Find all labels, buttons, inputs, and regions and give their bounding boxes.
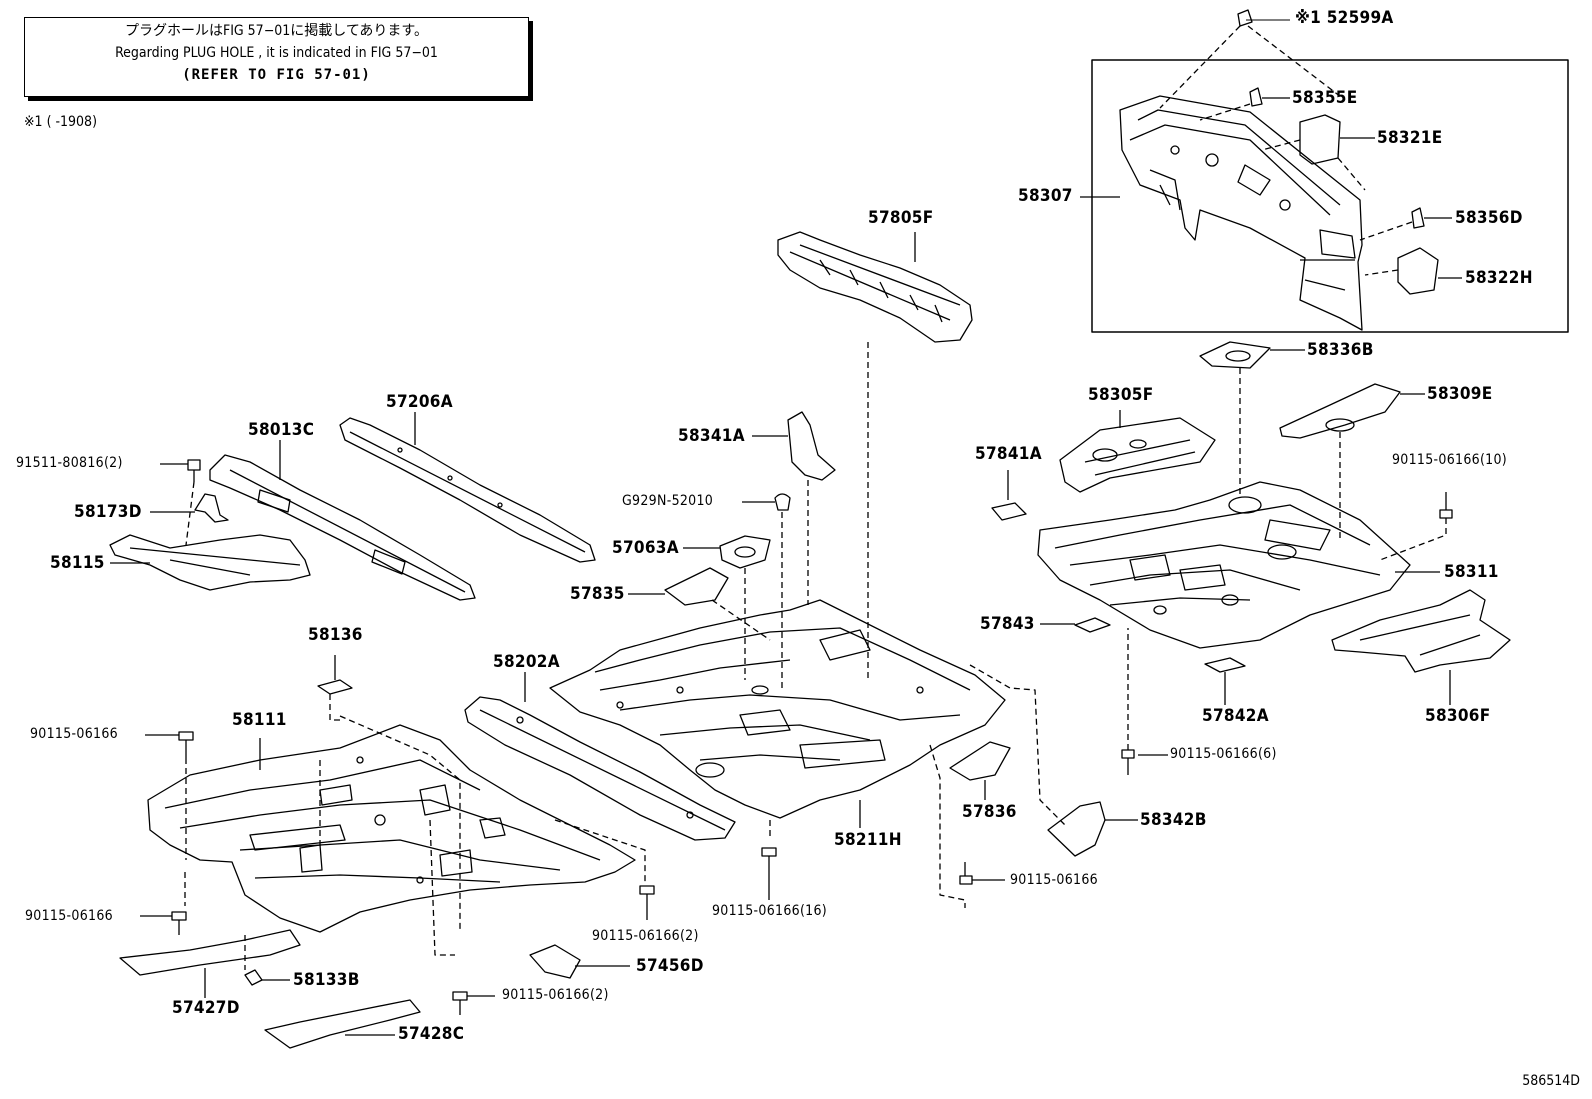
bolt-icon-c2b (452, 991, 468, 1015)
label-58342B[interactable]: 58342B (1140, 810, 1207, 830)
part-58133B (244, 969, 263, 986)
part-57456D (529, 944, 581, 979)
label-bolt-left-1[interactable]: 90115-06166 (30, 726, 118, 742)
part-58356D (1411, 207, 1425, 229)
part-58013C (209, 454, 476, 601)
part-58136 (317, 679, 353, 695)
part-57063A (719, 535, 771, 569)
label-57835[interactable]: 57835 (570, 584, 625, 604)
footnote: ※1 ( -1908) (24, 114, 97, 130)
part-58341A (787, 411, 836, 481)
label-57841A[interactable]: 57841A (975, 444, 1042, 464)
part-57836 (949, 741, 1011, 781)
dash-panel-group-box (1091, 59, 1569, 333)
label-57063A[interactable]: 57063A (612, 538, 679, 558)
label-58307[interactable]: 58307 (1018, 186, 1073, 206)
label-bolt-6[interactable]: 90115-06166(6) (1170, 746, 1277, 762)
label-bolt-c2b[interactable]: 90115-06166(2) (502, 987, 609, 1003)
label-58321E[interactable]: 58321E (1377, 128, 1443, 148)
label-58136[interactable]: 58136 (308, 625, 363, 645)
part-58309E (1279, 383, 1401, 439)
label-57805F[interactable]: 57805F (868, 208, 934, 228)
label-58356D[interactable]: 58356D (1455, 208, 1523, 228)
part-58307-dash-panel (1119, 95, 1363, 331)
part-58173D (194, 493, 229, 523)
bolt-icon-16 (761, 847, 777, 900)
label-bolt-10[interactable]: 90115-06166(10) (1392, 452, 1508, 468)
label-58115[interactable]: 58115 (50, 553, 105, 573)
label-bolt-16[interactable]: 90115-06166(16) (712, 903, 828, 919)
label-58306F[interactable]: 58306F (1425, 706, 1491, 726)
bolt-icon-6 (1121, 749, 1135, 775)
label-58211H[interactable]: 58211H (834, 830, 902, 850)
part-57842A (1204, 657, 1246, 673)
bolt-icon-left-1 (178, 731, 194, 758)
part-58342B (1047, 801, 1106, 857)
label-57427D[interactable]: 57427D (172, 998, 240, 1018)
part-57835 (664, 567, 729, 606)
part-58202A (464, 696, 736, 841)
part-G929N-plug (774, 493, 791, 511)
label-52599A[interactable]: ※1 52599A (1295, 8, 1394, 28)
label-58305F[interactable]: 58305F (1088, 385, 1154, 405)
label-58013C[interactable]: 58013C (248, 420, 315, 440)
bolt-icon-91511 (187, 459, 201, 482)
part-57427D (119, 929, 301, 976)
label-58202A[interactable]: 58202A (493, 652, 560, 672)
label-57843[interactable]: 57843 (980, 614, 1035, 634)
label-57428C[interactable]: 57428C (398, 1024, 465, 1044)
label-58133B[interactable]: 58133B (293, 970, 360, 990)
part-58115 (109, 534, 311, 591)
label-58341A[interactable]: 58341A (678, 426, 745, 446)
label-57206A[interactable]: 57206A (386, 392, 453, 412)
note-line-en: Regarding PLUG HOLE , it is indicated in… (115, 45, 438, 61)
label-57836[interactable]: 57836 (962, 802, 1017, 822)
part-57206A (339, 417, 596, 563)
note-line-refer: (REFER TO FIG 57-01) (182, 67, 371, 83)
bolt-icon-c2 (639, 885, 655, 920)
part-57428C (264, 999, 421, 1049)
plug-hole-note: プラグホールはFIG 57−01に掲載してあります。 Regarding PLU… (24, 17, 529, 97)
part-58306F (1331, 589, 1511, 673)
part-58355E (1249, 87, 1263, 107)
part-58322H (1397, 247, 1439, 295)
label-bolt-c2[interactable]: 90115-06166(2) (592, 928, 699, 944)
label-58309E[interactable]: 58309E (1427, 384, 1493, 404)
part-58336B (1199, 341, 1271, 369)
part-57805F (777, 231, 973, 343)
label-58336B[interactable]: 58336B (1307, 340, 1374, 360)
part-58211H-center-floor (549, 599, 1006, 819)
bolt-icon-10 (1439, 492, 1453, 519)
label-58173D[interactable]: 58173D (74, 502, 142, 522)
note-line-jp: プラグホールはFIG 57−01に掲載してあります。 (124, 23, 429, 39)
part-58111-front-floor (147, 724, 636, 933)
label-58355E[interactable]: 58355E (1292, 88, 1358, 108)
label-57456D[interactable]: 57456D (636, 956, 704, 976)
label-G929N[interactable]: G929N-52010 (622, 493, 714, 509)
part-57843 (1074, 617, 1111, 633)
label-58111[interactable]: 58111 (232, 710, 287, 730)
part-58311-rear-floor (1037, 481, 1411, 649)
bolt-icon-right (959, 862, 973, 885)
part-52599A-clip (1237, 9, 1253, 27)
bolt-icon-left-2 (171, 911, 187, 935)
label-bolt-left-2[interactable]: 90115-06166 (25, 908, 113, 924)
label-bolt-91511[interactable]: 91511-80816(2) (16, 455, 123, 471)
part-58305F (1059, 417, 1216, 493)
label-58322H[interactable]: 58322H (1465, 268, 1533, 288)
label-58311[interactable]: 58311 (1444, 562, 1499, 582)
label-bolt-right[interactable]: 90115-06166 (1010, 872, 1098, 888)
diagram-code: 586514D (1522, 1073, 1580, 1089)
part-57841A (991, 502, 1027, 521)
label-57842A[interactable]: 57842A (1202, 706, 1269, 726)
